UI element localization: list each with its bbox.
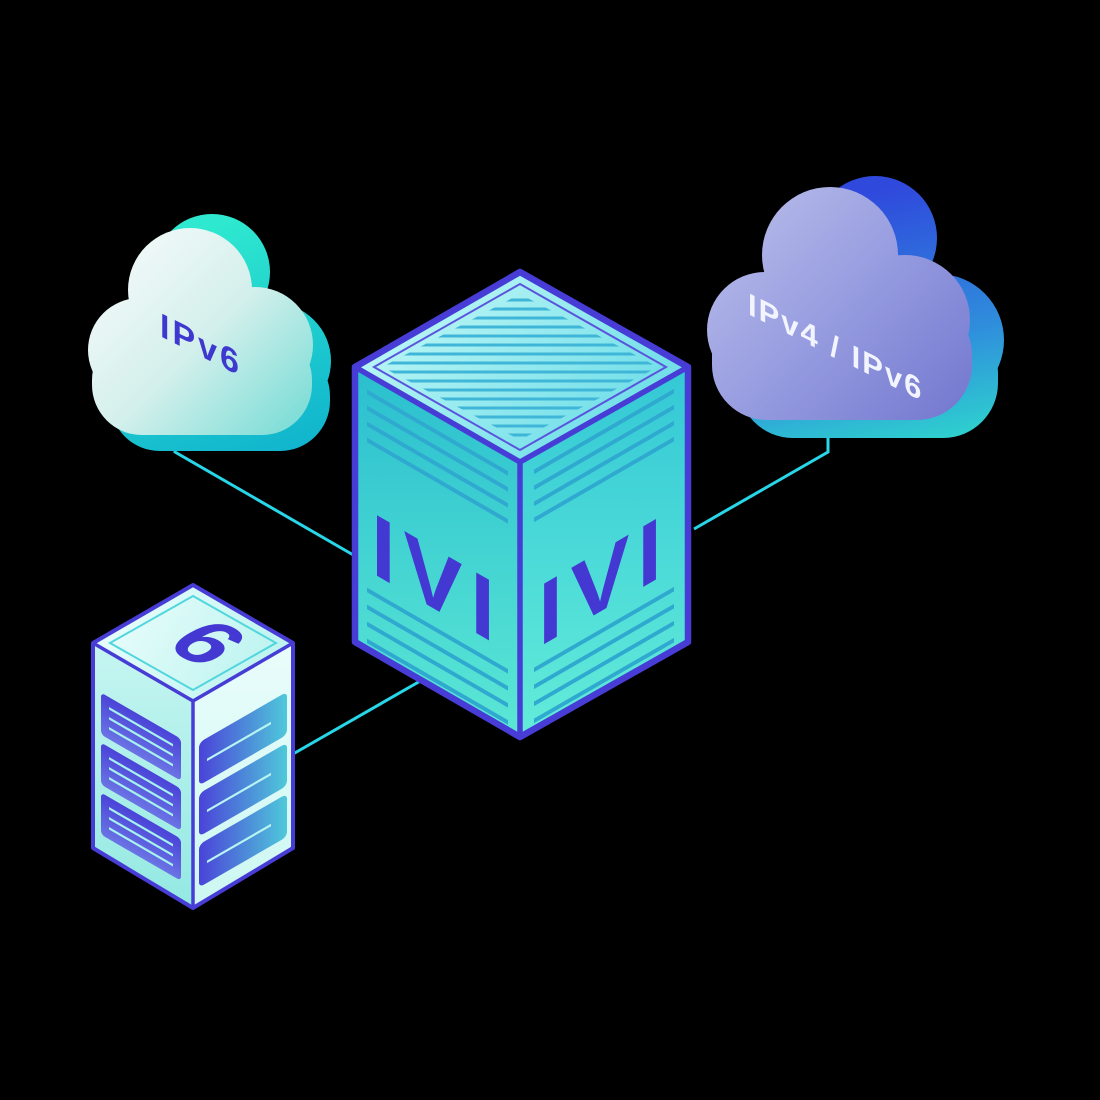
server-outline	[91, 583, 295, 910]
box-right-stripes	[534, 388, 674, 724]
box-outline	[351, 268, 692, 741]
server-inner-edges	[92, 641, 294, 908]
connector-server	[285, 670, 437, 760]
cloud-body	[707, 187, 972, 420]
box-top-inset-border	[371, 282, 669, 452]
ipv6-cloud: IPv6	[88, 214, 331, 451]
ipv6-server: 6	[91, 583, 295, 910]
box-top-vents	[382, 298, 658, 437]
cloud-base	[712, 300, 972, 420]
box-left-face	[355, 367, 520, 737]
ipv4-ipv6-cloud: IPv4 / IPv6	[707, 176, 1004, 438]
box-right-face	[520, 367, 688, 737]
ivi-translator-box: IVI IVI	[351, 268, 692, 741]
server-drawer-slots	[109, 706, 173, 867]
box-left-stripes	[367, 389, 508, 725]
cloud-body	[88, 228, 313, 435]
server-top-inset-border	[107, 594, 279, 692]
cloud-base	[92, 330, 312, 435]
box-inner-edges	[353, 364, 690, 737]
server-panel-slots	[207, 721, 271, 864]
